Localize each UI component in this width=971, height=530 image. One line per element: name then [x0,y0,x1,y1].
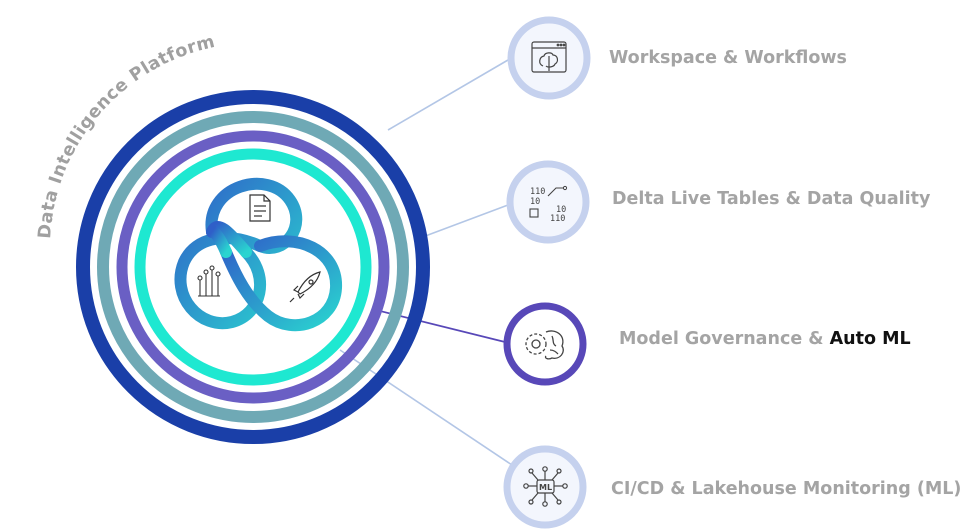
ring-teal-gray [97,111,409,423]
platform-rings [76,90,430,444]
svg-text:110: 110 [530,187,545,197]
document-icon [249,194,271,222]
knot-logo [174,178,343,332]
feature-label-3[interactable]: Model Governance & Auto ML [619,329,911,349]
svg-text:10: 10 [530,197,540,207]
ring-purple [116,130,390,404]
ring-outer [76,90,430,444]
gear-brain-icon [525,330,564,360]
rocket-icon [289,271,321,303]
connector-2 [419,204,509,239]
feature-node-1[interactable] [507,16,591,100]
feature-node-2[interactable]: 110 10 10 110 [506,160,590,244]
browser-brain-icon [531,41,567,73]
svg-text:110: 110 [550,214,565,224]
feature-label-4[interactable]: CI/CD & Lakehouse Monitoring (ML) [611,479,961,499]
ring-teal [134,148,372,386]
ml-network-icon: ML [523,466,568,507]
feature-node-3[interactable] [503,302,587,386]
connector-1 [387,59,509,131]
feature-label-3-highlight: Auto ML [830,329,911,349]
svg-text:10: 10 [556,205,566,215]
feature-label-1[interactable]: Workspace & Workflows [609,48,847,68]
svg-text:ML: ML [539,483,552,492]
binary-circuit-icon: 110 10 10 110 [529,185,568,224]
feature-label-2[interactable]: Delta Live Tables & Data Quality [612,189,931,209]
feature-node-4[interactable]: ML [503,445,587,529]
circuit-icon [197,265,221,297]
